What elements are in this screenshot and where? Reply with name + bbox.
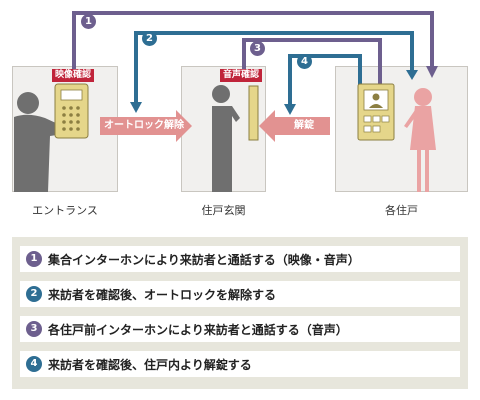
intercom-panel [54, 83, 89, 139]
flow-arrowhead-2a [406, 70, 418, 80]
step-text-1: 集合インターホンにより来訪者と通話する（映像・音声） [48, 252, 360, 267]
flow-line-2 [134, 31, 414, 104]
woman-silhouette [404, 88, 436, 192]
step-text-4: 来訪者を確認後、住戸内より解錠する [48, 357, 252, 372]
entrance-label: エントランス [32, 204, 98, 217]
flow-badge-2: 2 [142, 31, 157, 46]
flow-line-1 [72, 11, 434, 70]
unlock-arrow [259, 110, 330, 142]
step-number-2: 2 [26, 286, 42, 302]
flow-badge-4: 4 [297, 54, 312, 69]
step-number-4: 4 [26, 356, 42, 372]
step-text-3: 各住戸前インターホンにより来訪者と通話する（音声） [48, 322, 348, 337]
step-row-3: 3 各住戸前インターホンにより来訪者と通話する（音声） [20, 316, 460, 342]
autolock-arrow [100, 110, 192, 142]
unit-room [335, 66, 468, 192]
flow-badge-3: 3 [250, 41, 265, 56]
flow-arrowhead-2b [130, 102, 142, 113]
steps-panel: 1 集合インターホンにより来訪者と通話する（映像・音声） 2 来訪者を確認後、オ… [12, 237, 468, 389]
audio-check-tag: 音声確認 [220, 69, 263, 82]
visitor-silhouette [14, 92, 65, 192]
flow-arrowhead-1 [426, 66, 438, 78]
step-text-2: 来訪者を確認後、オートロックを解除する [48, 287, 277, 302]
unlock-label: 解錠 [294, 120, 314, 131]
step-row-1: 1 集合インターホンにより来訪者と通話する（映像・音声） [20, 246, 460, 272]
video-check-tag: 映像確認 [52, 69, 95, 82]
door-intercom [248, 85, 259, 141]
unit-label: 各住戸 [385, 204, 418, 217]
step-number-1: 1 [26, 251, 42, 267]
autolock-release-label: オートロック解除 [104, 120, 184, 131]
flow-badge-1: 1 [81, 14, 96, 29]
indoor-monitor [357, 83, 395, 141]
step-row-2: 2 来訪者を確認後、オートロックを解除する [20, 281, 460, 307]
step-row-4: 4 来訪者を確認後、住戸内より解錠する [20, 351, 460, 377]
flow-line-4 [288, 54, 362, 106]
flow-arrowhead-4 [284, 104, 296, 115]
hall-label: 住戸玄関 [201, 204, 246, 217]
step-number-3: 3 [26, 321, 42, 337]
flow-line-3 [242, 38, 382, 85]
resident-silhouette [212, 85, 240, 192]
